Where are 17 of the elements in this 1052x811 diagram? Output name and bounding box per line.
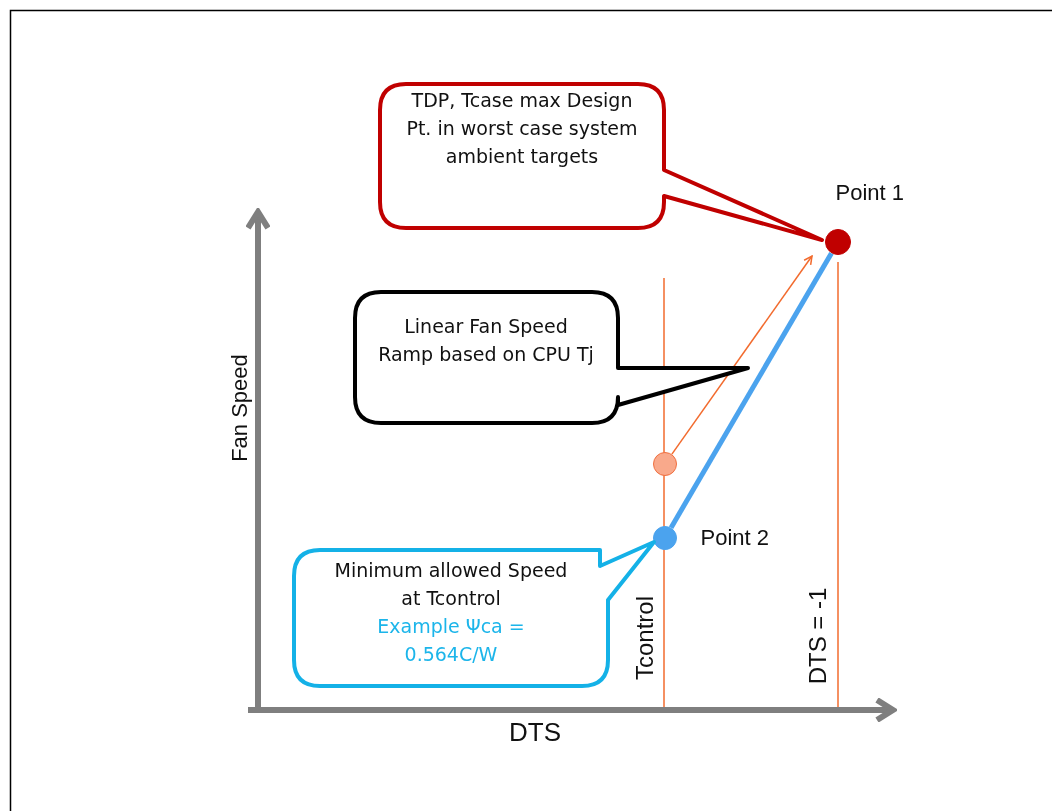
callout-text: TDP, Tcase max Design Pt. in worst case system ambient targets [406, 88, 638, 169]
data-point [825, 229, 851, 255]
axis-title: Fan Speed [226, 354, 253, 462]
axis-title: DTS [509, 716, 561, 748]
callout-text: Minimum allowed Speed at Tcontrol [333, 558, 569, 611]
reference-label: Tcontrol [631, 596, 659, 680]
reference-label: DTS = -1 [803, 587, 832, 685]
point-label: Point 2 [700, 525, 769, 551]
data-point [653, 526, 677, 550]
connector-line [668, 251, 834, 529]
data-point [653, 452, 677, 476]
point-label: Point 1 [835, 180, 904, 206]
callout-balloon [353, 290, 753, 428]
callout-text: Linear Fan Speed Ramp based on CPU Tj [377, 314, 595, 367]
arrow [671, 255, 813, 455]
callout-text: Example Ψca = 0.564C/W [376, 614, 526, 667]
callout-balloon [292, 540, 656, 688]
